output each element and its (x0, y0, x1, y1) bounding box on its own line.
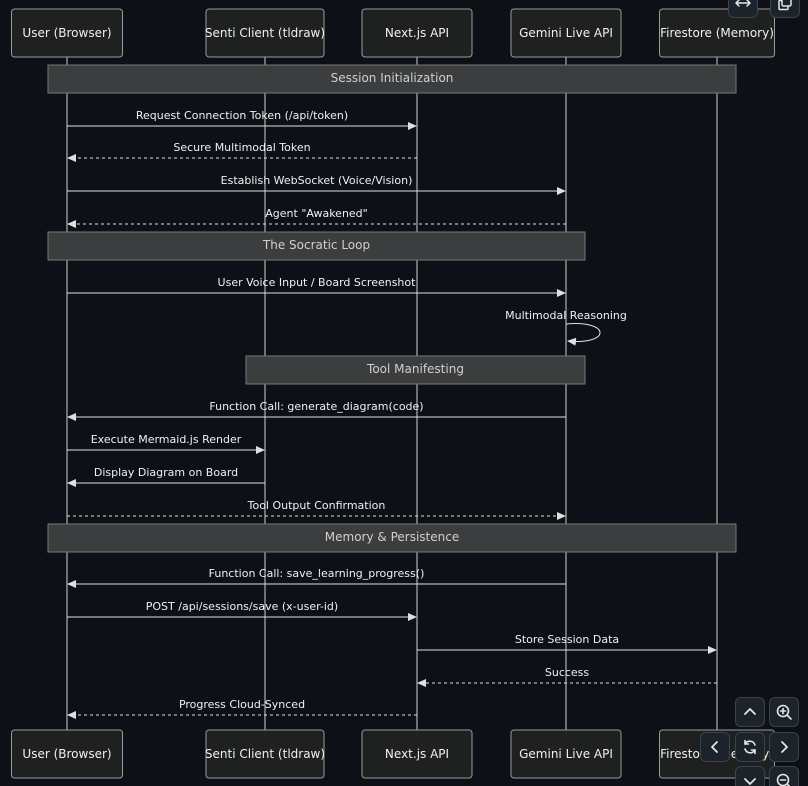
participant-label: Senti Client (tldraw) (205, 747, 325, 761)
chevron-right-icon (781, 741, 788, 753)
participant-label: User (Browser) (22, 747, 111, 761)
message-label: Execute Mermaid.js Render (91, 433, 242, 446)
note-box (245, 355, 586, 385)
participant-label: Gemini Live API (519, 26, 613, 40)
message-label: Establish WebSocket (Voice/Vision) (221, 174, 413, 187)
message-label: Secure Multimodal Token (173, 141, 310, 154)
message-10: Execute Mermaid.js Render (67, 433, 265, 454)
zoom-out-icon (776, 773, 791, 786)
note-box (47, 523, 737, 553)
self-message-arrow (565, 323, 601, 346)
participant-label: Senti Client (tldraw) (205, 26, 325, 40)
zoom-out-button[interactable] (769, 766, 799, 786)
message-11: Display Diagram on Board (67, 466, 265, 487)
participant-box (11, 8, 123, 58)
message-label: Tool Output Confirmation (247, 499, 386, 512)
message-15: POST /api/sessions/save (x-user-id) (67, 600, 417, 621)
expand-horizontal-icon (735, 0, 751, 7)
note-8: Tool Manifesting (245, 355, 586, 385)
message-label: Request Connection Token (/api/token) (136, 109, 348, 122)
participant-label: User (Browser) (22, 26, 111, 40)
participant-label: Firestore (Memory) (660, 26, 774, 40)
message-18: Progress Cloud-Synced (67, 698, 417, 719)
note-label: The Socratic Loop (262, 238, 370, 252)
note-0: Session Initialization (47, 64, 737, 94)
participant-user-top: User (Browser) (11, 8, 123, 58)
message-label: Function Call: save_learning_progress() (209, 567, 425, 580)
message-3: Establish WebSocket (Voice/Vision) (67, 174, 566, 195)
message-label: Store Session Data (515, 633, 619, 646)
message-9: Function Call: generate_diagram(code) (67, 400, 566, 421)
message-4: Agent "Awakened" (67, 207, 566, 228)
chevron-left-icon (711, 741, 718, 753)
participant-gemini-top: Gemini Live API (510, 8, 622, 58)
zoom-in-icon (776, 704, 792, 720)
copy-icon (778, 0, 792, 11)
message-16: Store Session Data (417, 633, 717, 654)
message-label: POST /api/sessions/save (x-user-id) (146, 600, 338, 613)
participant-box (205, 8, 325, 58)
participant-box (510, 8, 622, 58)
message-label: Multimodal Reasoning (505, 309, 627, 322)
participant-label: Next.js API (385, 747, 449, 761)
message-2: Secure Multimodal Token (67, 141, 417, 162)
participant-label: Next.js API (385, 26, 449, 40)
note-label: Tool Manifesting (366, 362, 464, 376)
expand-horizontal-button[interactable] (728, 0, 758, 18)
copy-button[interactable] (770, 0, 800, 18)
reset-icon (744, 739, 756, 755)
message-label: Progress Cloud-Synced (179, 698, 305, 711)
participant-client-top: Senti Client (tldraw) (205, 8, 325, 58)
note-box (47, 231, 586, 261)
participant-box (205, 729, 325, 779)
participant-user-bottom: User (Browser) (11, 729, 123, 779)
note-box (47, 64, 737, 94)
participant-box (510, 729, 622, 779)
message-label: Function Call: generate_diagram(code) (209, 400, 423, 413)
participant-box (361, 8, 473, 58)
zoom-in-button[interactable] (769, 697, 799, 727)
message-6: User Voice Input / Board Screenshot (67, 276, 566, 297)
participant-box (11, 729, 123, 779)
pan-left-button[interactable] (700, 732, 730, 762)
participant-firestore-top: Firestore (Memory) (659, 8, 775, 58)
note-5: The Socratic Loop (47, 231, 586, 261)
participant-gemini-bottom: Gemini Live API (510, 729, 622, 779)
pan-up-button[interactable] (735, 697, 765, 727)
pan-right-button[interactable] (769, 732, 799, 762)
participant-label: Gemini Live API (519, 747, 613, 761)
participant-api-top: Next.js API (361, 8, 473, 58)
message-label: Success (545, 666, 590, 679)
message-label: User Voice Input / Board Screenshot (218, 276, 417, 289)
message-label: Display Diagram on Board (94, 466, 238, 479)
participant-box (361, 729, 473, 779)
message-14: Function Call: save_learning_progress() (67, 567, 566, 588)
participant-box (659, 8, 775, 58)
chevron-up-icon (744, 708, 756, 715)
chevron-down-icon (744, 778, 756, 785)
note-label: Memory & Persistence (325, 530, 459, 544)
message-1: Request Connection Token (/api/token) (67, 109, 417, 130)
pan-down-button[interactable] (735, 766, 765, 786)
message-17: Success (417, 666, 717, 687)
participant-api-bottom: Next.js API (361, 729, 473, 779)
note-label: Session Initialization (331, 71, 454, 85)
participant-client-bottom: Senti Client (tldraw) (205, 729, 325, 779)
reset-view-button[interactable] (735, 732, 765, 762)
message-12: Tool Output Confirmation (67, 499, 566, 520)
note-13: Memory & Persistence (47, 523, 737, 553)
message-label: Agent "Awakened" (265, 207, 367, 220)
self-message-7: Multimodal Reasoning (505, 309, 627, 346)
